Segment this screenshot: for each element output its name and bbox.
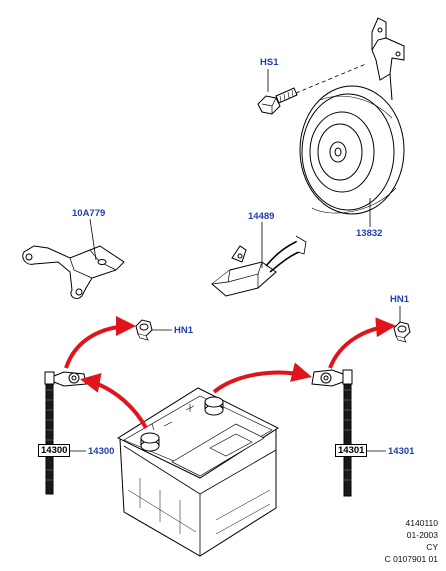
arrow-nut-to-right-terminal: [328, 317, 396, 369]
label-nut-left: HN1: [174, 325, 194, 336]
negative-cable: [44, 371, 87, 495]
reference-id: C 0107901 01: [384, 554, 438, 564]
arrow-battery-pos-to-cable: [212, 362, 312, 394]
leader-bracket: [89, 218, 97, 261]
arrow-battery-neg-to-cable: [80, 373, 148, 429]
reference-footer: 4140110 01-2003 CY C 0107901 01: [385, 517, 438, 565]
nut-hn1-left: [135, 319, 153, 341]
box-cable-right: 14301: [335, 444, 368, 457]
label-horn: 13832: [356, 228, 383, 239]
nut-hn1-right: [393, 321, 411, 343]
reference-code: 4140110: [405, 518, 438, 528]
box-cable-left: 14300: [38, 444, 71, 457]
reference-region: CY: [426, 542, 438, 552]
label-cable-right: 14301: [388, 446, 415, 457]
label-nut-right: HN1: [390, 294, 410, 305]
battery: [116, 387, 280, 557]
positive-cable: [311, 369, 353, 497]
label-bracket: 10A779: [72, 208, 106, 219]
label-hs1: HS1: [260, 57, 279, 68]
reference-date: 01-2003: [406, 530, 438, 540]
label-cable-left: 14300: [88, 446, 115, 457]
bolt-hs1: [257, 87, 298, 115]
arrow-nut-to-left-terminal: [64, 316, 136, 369]
label-connector: 14489: [248, 211, 275, 222]
ground-bracket: [22, 245, 125, 299]
bolt-guide-line: [295, 63, 367, 94]
horn-assembly: [299, 17, 405, 215]
wiring-connector: [211, 235, 307, 297]
